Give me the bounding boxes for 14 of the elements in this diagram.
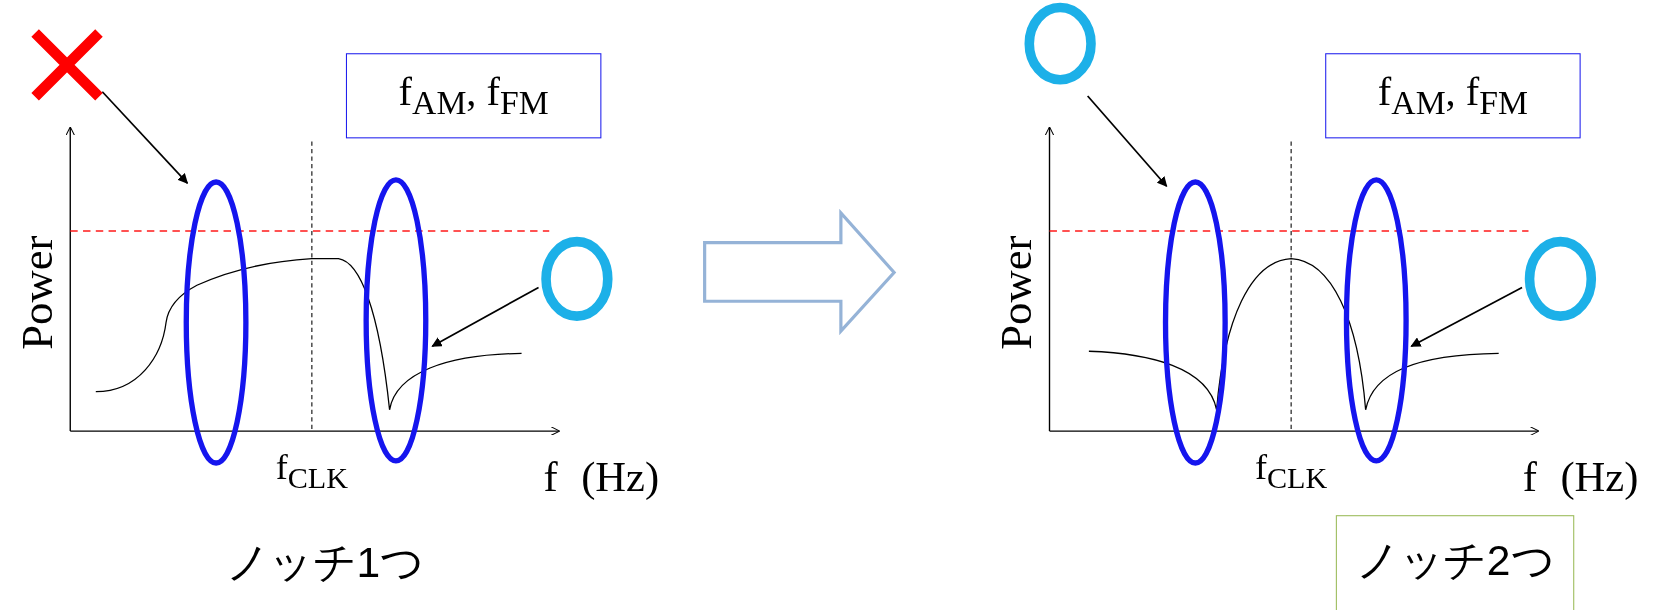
- axis-title: Power: [14, 235, 60, 350]
- arrow: [101, 90, 189, 184]
- caption-text: ノッチ1つ: [225, 540, 424, 584]
- axis-title: f (Hz): [1522, 455, 1639, 499]
- frequency-label: f$_{AM}$, f$_{FM}$: [1376, 71, 1529, 121]
- axis-title: Power: [994, 235, 1039, 350]
- tick-label: f$_{CLK}$: [1254, 449, 1328, 494]
- frequency-label: f$_{AM}$, f$_{FM}$: [397, 71, 550, 121]
- caption-text: ノッチ2つ: [1354, 538, 1556, 582]
- tick-label: f$_{CLK}$: [275, 449, 349, 494]
- axis-title: f (Hz): [543, 455, 660, 499]
- arrow: [431, 286, 540, 348]
- arrow: [1410, 286, 1523, 348]
- arrow: [1086, 95, 1168, 188]
